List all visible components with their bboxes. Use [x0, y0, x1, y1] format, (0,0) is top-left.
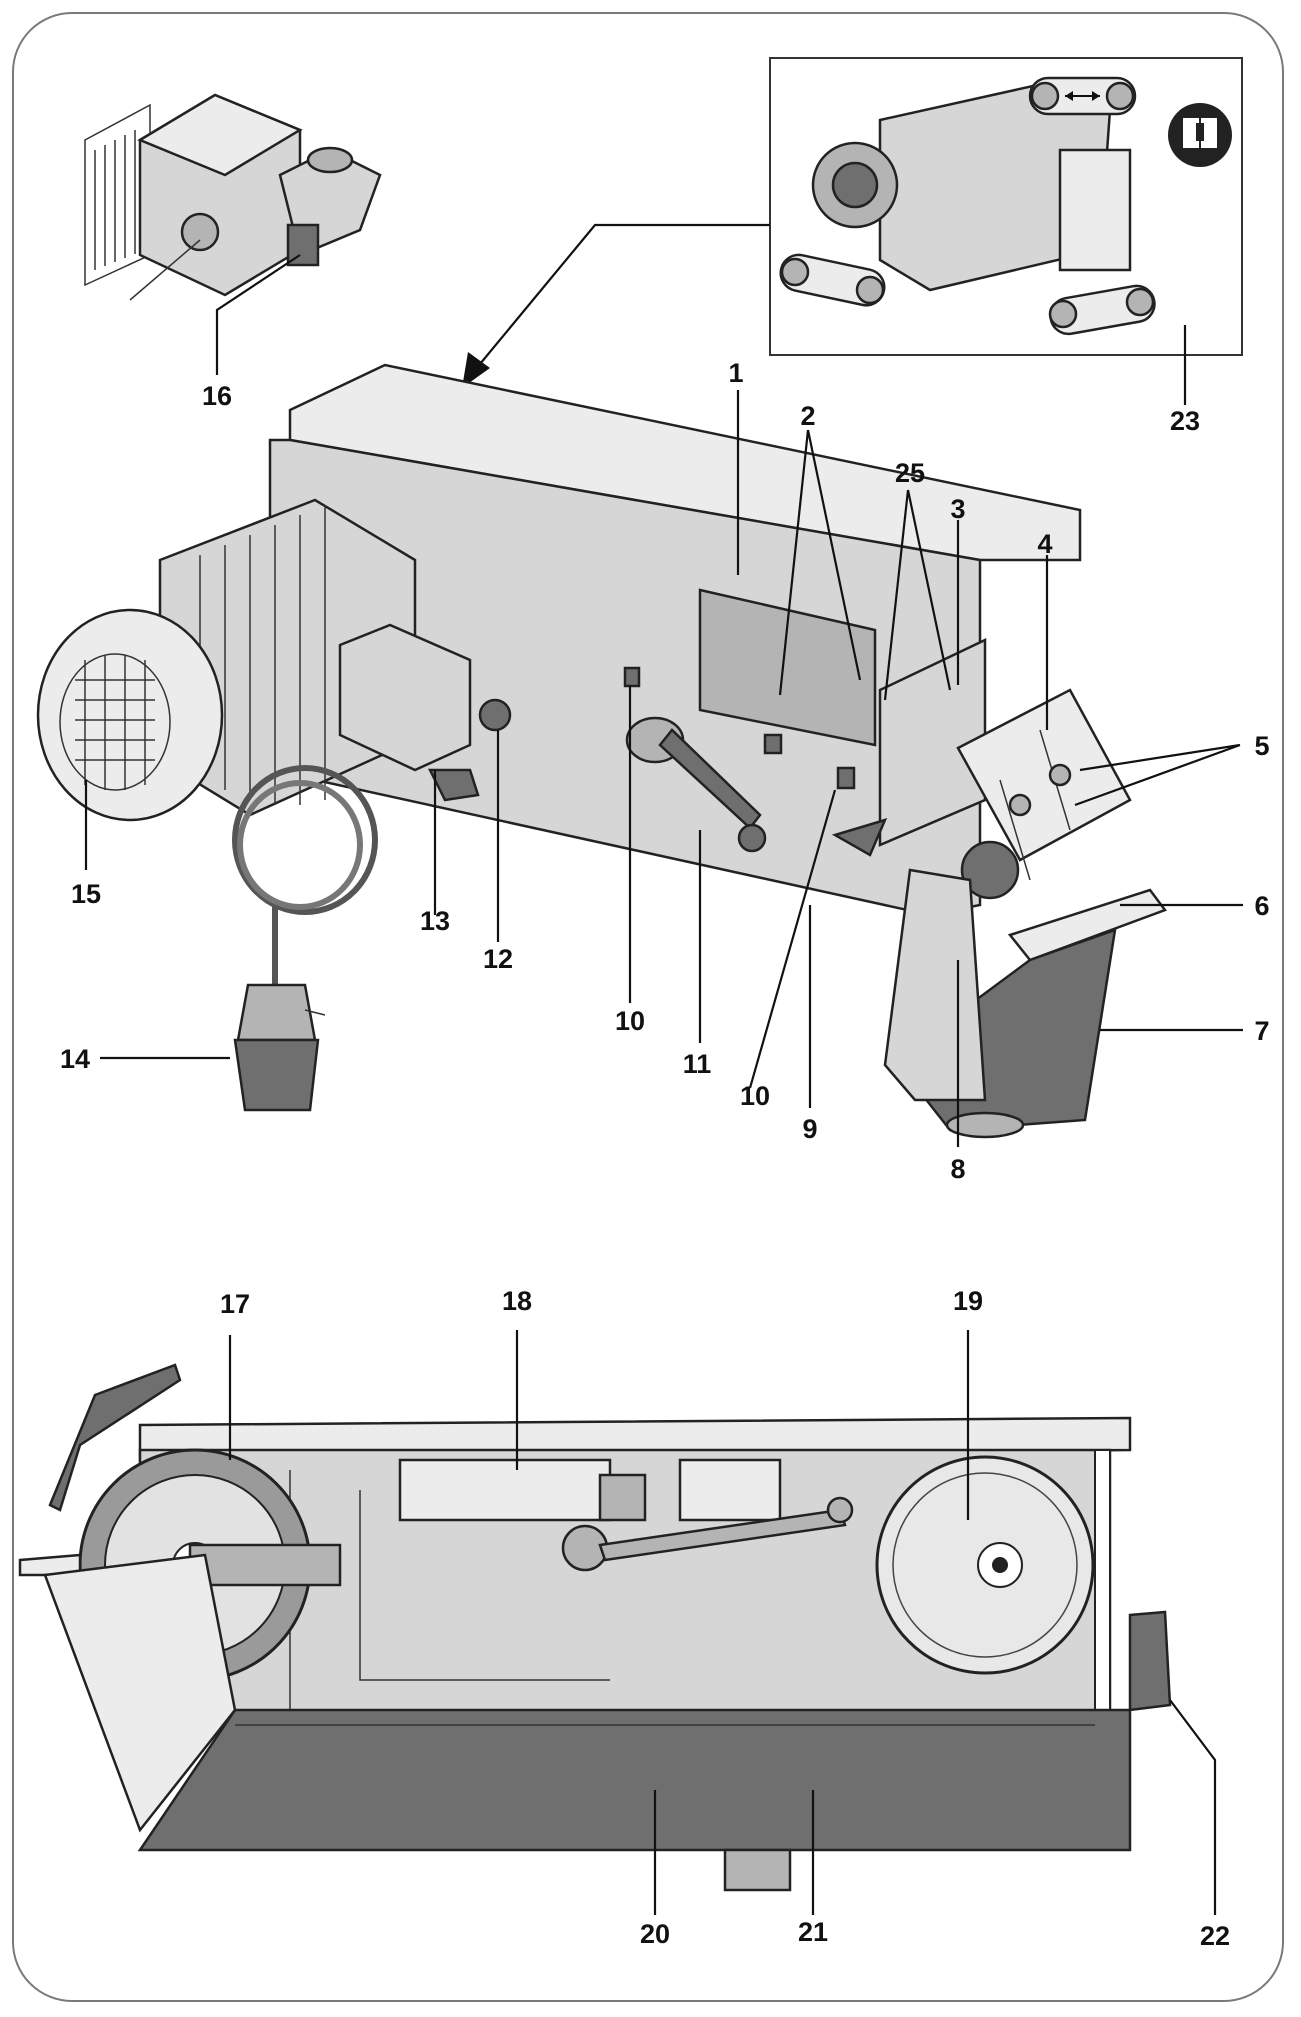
base-plate: [137, 1708, 1132, 1852]
callout-19: 19: [953, 1286, 983, 1316]
cable-gland: [180, 212, 220, 252]
belt-tension-arrow-icon: [1028, 76, 1137, 116]
inset-pointer-line: [474, 223, 770, 371]
callout-25: 25: [895, 458, 925, 488]
inset-pointer-arrowhead: [462, 352, 490, 388]
callout-23: 23: [1170, 406, 1200, 436]
inset-switch-detail: [84, 93, 382, 301]
on-off-switch: [478, 698, 512, 732]
callout-12: 12: [483, 944, 513, 974]
callout-5: 5: [1254, 731, 1269, 761]
callout-labels: 1 2 3 4 5 6 7 8 9 10 10 11 12 13 14 15 1…: [60, 358, 1270, 1951]
switch-clamp: [427, 768, 480, 802]
gas-spring: [598, 1508, 847, 1562]
callout-4: 4: [1037, 529, 1052, 559]
switch-knob: [306, 146, 354, 174]
callout-11: 11: [683, 1049, 712, 1079]
contact-wheel: [960, 840, 1020, 900]
callout-14: 14: [60, 1044, 90, 1074]
callout-15: 15: [71, 879, 101, 909]
callout-6: 6: [1254, 891, 1269, 921]
callout-13: 13: [420, 906, 450, 936]
clamp-lever-left: [623, 666, 641, 688]
leader-lines: [84, 254, 1243, 1915]
motor-fan-cover: [36, 608, 224, 822]
belt-tension-arrow-icon-right: [1048, 284, 1156, 336]
tension-arm: [188, 1543, 342, 1587]
callout-18: 18: [502, 1286, 532, 1316]
callout-9: 9: [802, 1114, 817, 1144]
callout-2: 2: [800, 401, 815, 431]
top-guard-plate: [956, 688, 1132, 862]
belt-grinder-side-view: [18, 1363, 1172, 1892]
callout-22: 22: [1200, 1921, 1230, 1951]
callout-20: 20: [640, 1919, 670, 1949]
callout-21: 21: [798, 1917, 828, 1947]
tool-rest: [1007, 888, 1168, 962]
callout-10-left: 10: [615, 1006, 645, 1036]
spring-housing: [398, 1458, 612, 1522]
handle-lever: [658, 728, 762, 830]
guard-sketch: [1058, 148, 1132, 272]
motor-shaft-end: [1128, 1610, 1172, 1712]
switch-box: [338, 623, 472, 772]
inset-belt-instructions: [769, 57, 1243, 356]
dust-outlet: [723, 1848, 792, 1892]
clamp-lever-right: [836, 766, 856, 790]
callout-8: 8: [950, 1154, 965, 1184]
label-plate: [698, 588, 877, 747]
belt-tension-arrow-icon-left: [779, 253, 886, 307]
callout-1: 1: [728, 358, 743, 388]
read-manual-icon: [1168, 103, 1232, 167]
callout-7: 7: [1254, 1016, 1269, 1046]
belt-grinder-main-view: [36, 363, 1168, 1139]
star-knob: [831, 818, 888, 857]
power-plug: [236, 983, 317, 1042]
callout-3: 3: [950, 494, 965, 524]
callout-10-right: 10: [740, 1081, 770, 1111]
callout-16: 16: [202, 381, 232, 411]
callout-17: 17: [220, 1289, 250, 1319]
